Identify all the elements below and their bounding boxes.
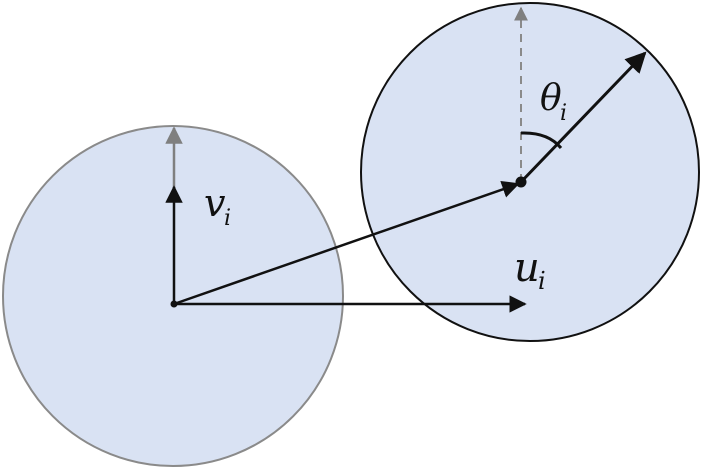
theta-label-subscript: i [560,101,567,126]
theta-arc [520,131,563,149]
v-label-subscript: i [224,206,231,231]
heading-arrow [519,51,647,184]
left-origin-point [170,300,178,308]
u-label-main: u [514,245,540,291]
v-label-main: v [204,181,226,225]
right-center-point [515,176,527,188]
relative-position-arrow [173,180,520,306]
theta-label-main: θ [540,78,562,119]
u-label-subscript: i [538,267,546,295]
